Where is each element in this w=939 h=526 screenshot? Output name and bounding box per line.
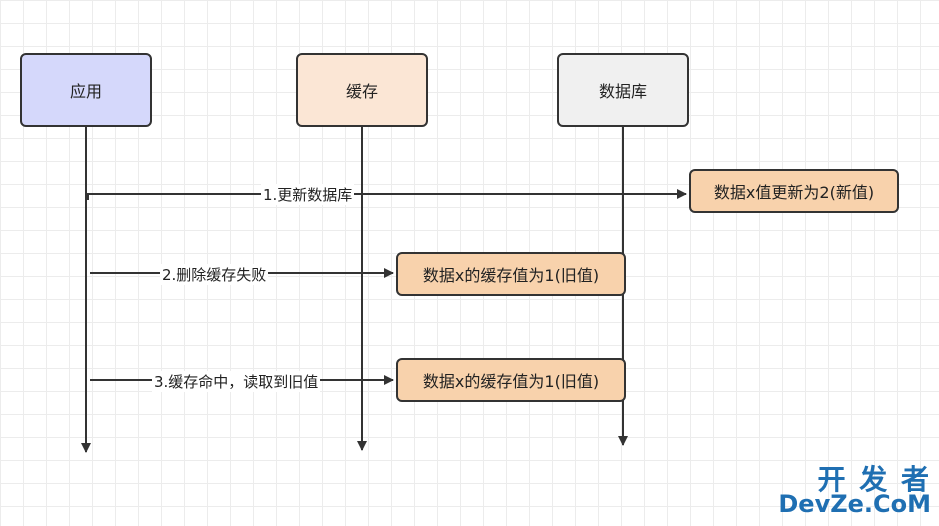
watermark-logo: 开 发 者: [818, 458, 932, 498]
participant-app-label: 应用: [69, 82, 102, 101]
watermark-domain: DevZe.CoM: [778, 490, 931, 518]
participant-app: 应用: [20, 53, 152, 127]
message-arrow-1: [87, 189, 687, 200]
note-db-update: 数据x值更新为2(新值): [689, 169, 899, 213]
note-cache-old-1-text: 数据x的缓存值为1(旧值): [422, 266, 600, 285]
watermark-line1: 开 发 者: [817, 463, 931, 496]
participant-cache-label: 缓存: [345, 82, 378, 101]
note-cache-old-2-text: 数据x的缓存值为1(旧值): [422, 372, 600, 391]
watermark-line2: DevZe.CoM: [778, 490, 931, 518]
note-cache-old-2: 数据x的缓存值为1(旧值): [396, 358, 626, 402]
note-db-update-text: 数据x值更新为2(新值): [713, 183, 875, 202]
note-cache-old-1: 数据x的缓存值为1(旧值): [396, 252, 626, 296]
message-label-2: 2.删除缓存失败: [160, 264, 269, 285]
participant-db-label: 数据库: [598, 82, 647, 101]
participant-cache: 缓存: [296, 53, 428, 127]
participant-db: 数据库: [557, 53, 689, 127]
message-label-3: 3.缓存命中，读取到旧值: [152, 371, 321, 392]
message-label-1: 1.更新数据库: [261, 184, 355, 205]
